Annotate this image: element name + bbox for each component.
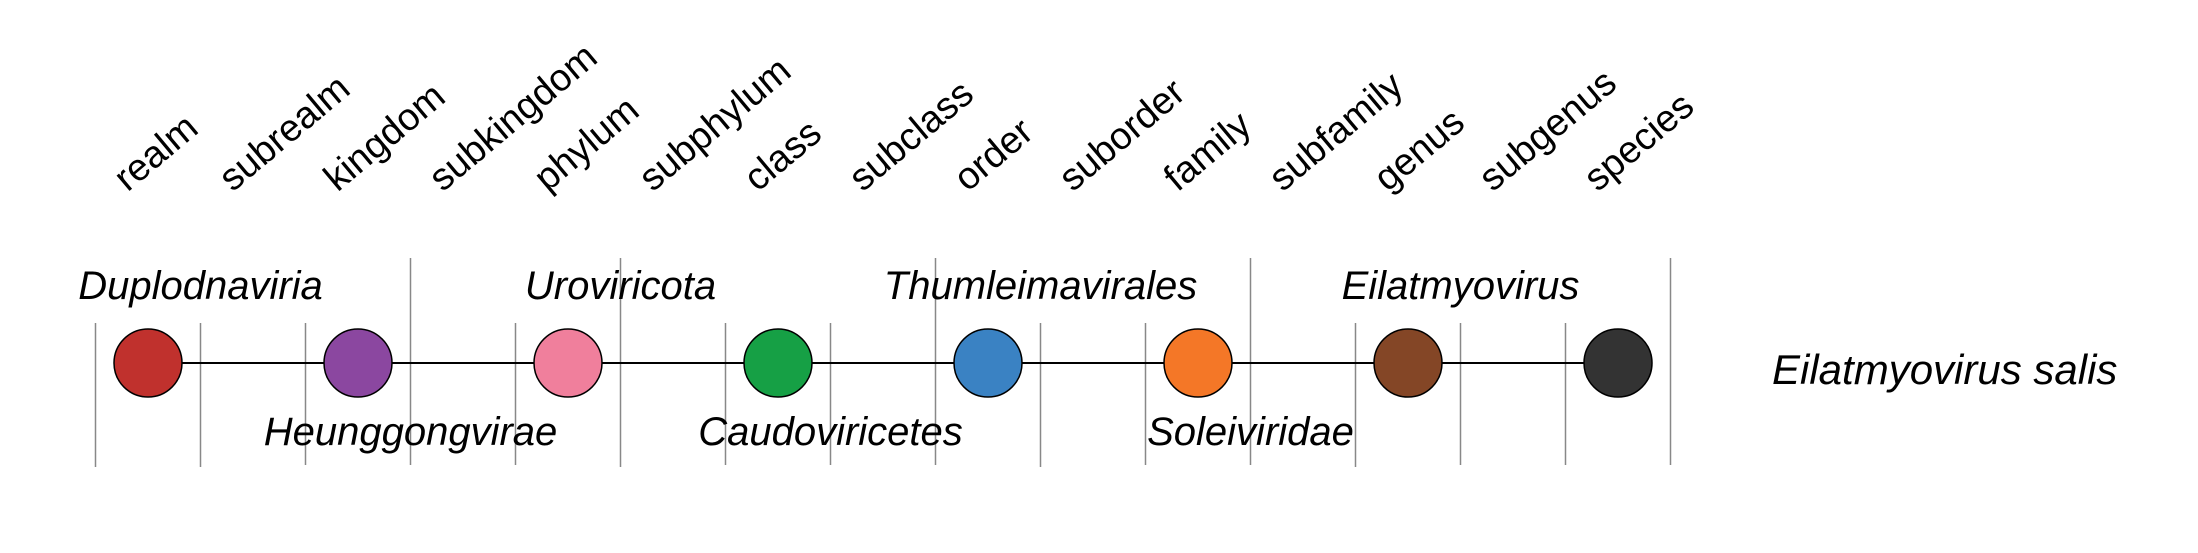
taxon-kingdom: Heunggongvirae bbox=[263, 410, 558, 454]
node-class bbox=[743, 328, 813, 398]
taxon-class: Caudoviricetes bbox=[698, 410, 963, 454]
node-family bbox=[1163, 328, 1233, 398]
node-genus bbox=[1373, 328, 1443, 398]
node-kingdom bbox=[323, 328, 393, 398]
taxon-phylum: Uroviricota bbox=[524, 264, 717, 308]
taxon-family: Soleiviridae bbox=[1147, 410, 1354, 454]
node-species bbox=[1583, 328, 1653, 398]
taxon-genus: Eilatmyovirus bbox=[1341, 264, 1580, 308]
taxon-order: Thumleimavirales bbox=[883, 264, 1198, 308]
node-order bbox=[953, 328, 1023, 398]
node-realm bbox=[113, 328, 183, 398]
species-name: Eilatmyovirus salis bbox=[1772, 346, 2118, 393]
node-phylum bbox=[533, 328, 603, 398]
taxon-realm: Duplodnaviria bbox=[78, 264, 323, 308]
rank-nodes bbox=[113, 328, 1653, 398]
